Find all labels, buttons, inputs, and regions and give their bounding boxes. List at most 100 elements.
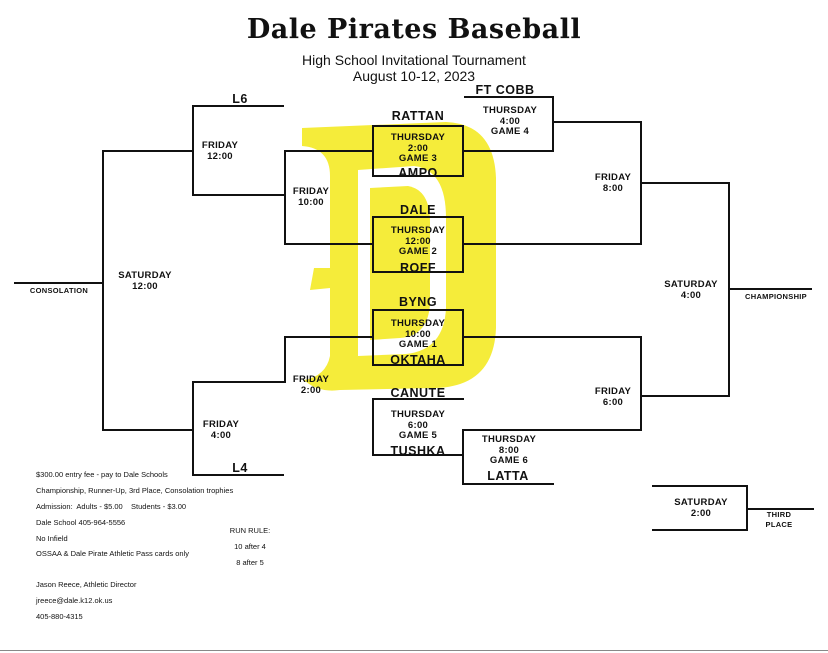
- game-6-to-fri-600: [554, 429, 642, 431]
- info-entry-fee: $300.00 entry fee - pay to Dale Schools: [36, 470, 168, 479]
- game-5-time: 6:00: [407, 419, 429, 431]
- game-4-time: 4:00: [499, 115, 521, 127]
- championship-line: [728, 288, 812, 290]
- game-4-vertical: [552, 96, 554, 152]
- game-6-number: GAME 6: [489, 455, 529, 466]
- third-place-word-1: THIRD: [766, 510, 792, 519]
- info-pass-cards: OSSAA & Dale Pirate Athletic Pass cards …: [36, 549, 189, 558]
- sat-1200-vertical: [102, 150, 104, 431]
- game-6-time: 8:00: [498, 444, 520, 456]
- game-2-time: 12:00: [405, 235, 431, 247]
- fri-800-label: FRIDAY 8:00: [588, 172, 638, 194]
- game-3-box: [372, 125, 464, 177]
- sat-200-label: SATURDAY 2:00: [664, 497, 738, 519]
- pirates-d-logo-graphic: [302, 122, 496, 391]
- game-4-day: THURSDAY: [482, 105, 538, 116]
- contact-phone: 405-880-4315: [36, 612, 83, 621]
- consolation-line: [14, 282, 102, 284]
- consolation-label: CONSOLATION: [29, 286, 89, 295]
- contact-name: Jason Reece, Athletic Director: [36, 580, 137, 589]
- fri-800-day: FRIDAY: [594, 172, 632, 183]
- tushka-line: [372, 454, 464, 456]
- sat-400-top-arm: [640, 182, 730, 184]
- game-4-label: THURSDAY 4:00 GAME 4: [470, 105, 550, 138]
- page-title: Dale Pirates Baseball: [246, 14, 582, 45]
- game-3-label: THURSDAY 2:00 GAME 3: [374, 132, 462, 165]
- latta-line: [462, 483, 554, 485]
- game-2-day: THURSDAY: [390, 225, 446, 236]
- game-1-time: 10:00: [405, 328, 431, 340]
- l4-line: [192, 474, 284, 476]
- sat-1200-time: 12:00: [132, 280, 158, 292]
- fri-1200-day: FRIDAY: [201, 140, 239, 151]
- third-place-bottom: [652, 529, 748, 531]
- fri-200-top-arm: [284, 336, 372, 338]
- third-place-word-2: PLACE: [765, 520, 793, 529]
- fri-600-day: FRIDAY: [594, 386, 632, 397]
- info-phone: Dale School 405-964-5556: [36, 518, 126, 527]
- fri-400-vertical: [192, 381, 194, 476]
- game-6-day: THURSDAY: [481, 434, 537, 445]
- game-2-label: THURSDAY 12:00 GAME 2: [374, 225, 462, 258]
- fri-1200-label: FRIDAY 12:00: [196, 140, 244, 162]
- fri-800-top-arm: [552, 121, 642, 123]
- run-rule-heading: RUN RULE:: [229, 526, 271, 535]
- game-5-label: THURSDAY 6:00 GAME 5: [374, 409, 462, 442]
- third-place-line: [746, 508, 814, 510]
- sat-400-bottom-arm: [640, 395, 730, 397]
- sat-1200-top-arm: [102, 150, 192, 152]
- game-5-number: GAME 5: [398, 430, 438, 441]
- info-no-infield: No Infield: [36, 534, 68, 543]
- bottom-rule: [0, 650, 828, 651]
- game-1-box: [372, 309, 464, 366]
- fri-400-day: FRIDAY: [202, 419, 240, 430]
- contact-email[interactable]: jreece@dale.k12.ok.us: [36, 596, 113, 605]
- ft-cobb-line: [464, 96, 554, 98]
- team-dale: DALE: [399, 203, 437, 217]
- game-3-number: GAME 3: [398, 153, 438, 164]
- sat-200-day: SATURDAY: [674, 497, 728, 508]
- fri-1000-label: FRIDAY 10:00: [288, 186, 334, 208]
- sat-200-time: 2:00: [690, 507, 712, 519]
- fri-600-time: 6:00: [602, 396, 624, 408]
- game-1-to-fri-600: [464, 336, 642, 338]
- third-place-label: THIRD PLACE: [752, 510, 806, 530]
- fri-600-label: FRIDAY 6:00: [588, 386, 638, 408]
- canute-line: [372, 398, 464, 400]
- team-tushka: TUSHKA: [390, 444, 446, 458]
- game-2-to-fri-800: [464, 243, 642, 245]
- fri-400-time: 4:00: [210, 429, 232, 441]
- game-5-day: THURSDAY: [390, 409, 446, 420]
- game-2-box: [372, 216, 464, 273]
- sat-400-label: SATURDAY 4:00: [656, 279, 726, 301]
- team-rattan: RATTAN: [391, 109, 445, 123]
- sat-1200-day: SATURDAY: [118, 270, 172, 281]
- team-l6: L6: [232, 92, 248, 106]
- l6-line: [192, 105, 284, 107]
- game-5-vertical: [372, 398, 374, 456]
- game-3-day: THURSDAY: [390, 132, 446, 143]
- info-admission: Admission: Adults - $5.00 Students - $3.…: [36, 502, 187, 511]
- game-3-time: 2:00: [407, 142, 429, 154]
- fri-200-time: 2:00: [300, 384, 322, 396]
- fri-1000-day: FRIDAY: [292, 186, 330, 197]
- team-l4: L4: [232, 461, 248, 475]
- game-6-vertical: [462, 429, 464, 485]
- run-rule-8-after-5: 8 after 5: [236, 558, 264, 567]
- fri-1000-bottom-arm: [284, 243, 372, 245]
- team-ampo: AMPO: [398, 166, 438, 180]
- sat-1200-label: SATURDAY 12:00: [110, 270, 180, 292]
- fri-200-vertical: [284, 336, 286, 383]
- fri-600-vertical: [640, 336, 642, 431]
- fri-400-label: FRIDAY 4:00: [198, 419, 244, 441]
- team-canute: CANUTE: [390, 386, 446, 400]
- fri-1200-time: 12:00: [207, 150, 233, 162]
- team-ft-cobb: FT COBB: [475, 83, 535, 97]
- game-1-day: THURSDAY: [390, 318, 446, 329]
- game-2-number: GAME 2: [398, 246, 438, 257]
- team-byng: BYNG: [398, 295, 438, 309]
- game-3-to-game-4: [464, 150, 554, 152]
- fri-200-label: FRIDAY 2:00: [288, 374, 334, 396]
- page-subtitle: High School Invitational Tournament: [302, 52, 526, 68]
- fri-200-bottom-arm: [192, 381, 286, 383]
